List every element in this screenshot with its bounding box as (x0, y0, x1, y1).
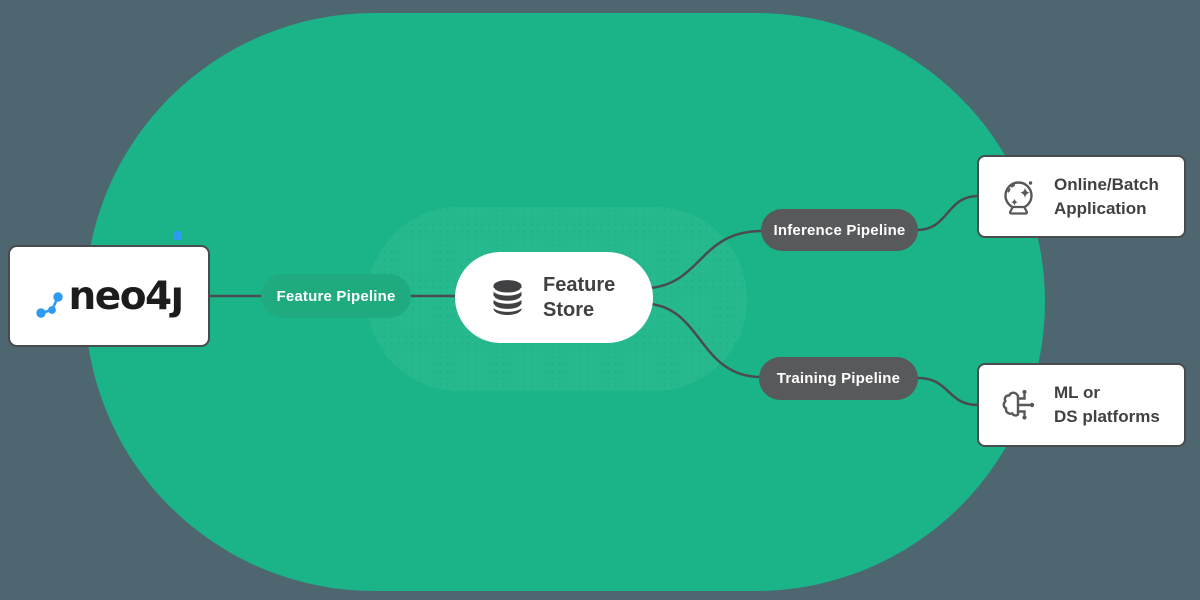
neo4j-wordmark-j: ȷ (171, 230, 184, 316)
neo4j-wordmark-prefix: neo4 (68, 273, 172, 319)
connector-store-to-inference (648, 229, 764, 290)
ml-ds-line2: DS platforms (1054, 407, 1160, 426)
training-pipeline-label: Training Pipeline (776, 370, 901, 387)
ml-ds-card: ML or DS platforms (966, 352, 1197, 458)
online-batch-line2: Application (1054, 198, 1147, 218)
neo4j-graph-icon (36, 291, 64, 318)
database-icon (486, 276, 529, 319)
training-pipeline-pill: Training Pipeline (759, 357, 918, 400)
neo4j-wordmark: neo4ȷ (68, 230, 184, 319)
feature-store-label: Feature Store (543, 273, 615, 323)
neo4j-card: neo4ȷ (0, 230, 221, 358)
connector-training-to-ml (916, 376, 980, 407)
connector-inference-to-online (915, 194, 980, 232)
online-batch-line1: Online/Batch (1054, 174, 1159, 194)
ml-ds-label: ML or DS platforms (1054, 381, 1160, 429)
crystal-ball-icon (997, 175, 1041, 219)
inference-pipeline-pill: Inference Pipeline (761, 209, 918, 251)
neo4j-j-dot (172, 230, 182, 240)
feature-pipeline-label: Feature Pipeline (276, 287, 396, 305)
neo4j-logo: neo4ȷ (35, 230, 184, 319)
inference-pipeline-label: Inference Pipeline (773, 221, 906, 239)
feature-pipeline-pill: Feature Pipeline (261, 274, 411, 318)
brain-circuit-icon (997, 383, 1041, 427)
feature-store-line2: Store (543, 298, 595, 321)
feature-store-node: Feature Store (445, 242, 663, 353)
ml-ds-line1: ML or (1054, 383, 1100, 402)
connector-store-to-training (648, 302, 763, 379)
feature-store-line1: Feature (543, 273, 616, 296)
online-batch-card: Online/Batch Application (966, 144, 1197, 249)
online-batch-label: Online/Batch Application (1054, 173, 1159, 221)
